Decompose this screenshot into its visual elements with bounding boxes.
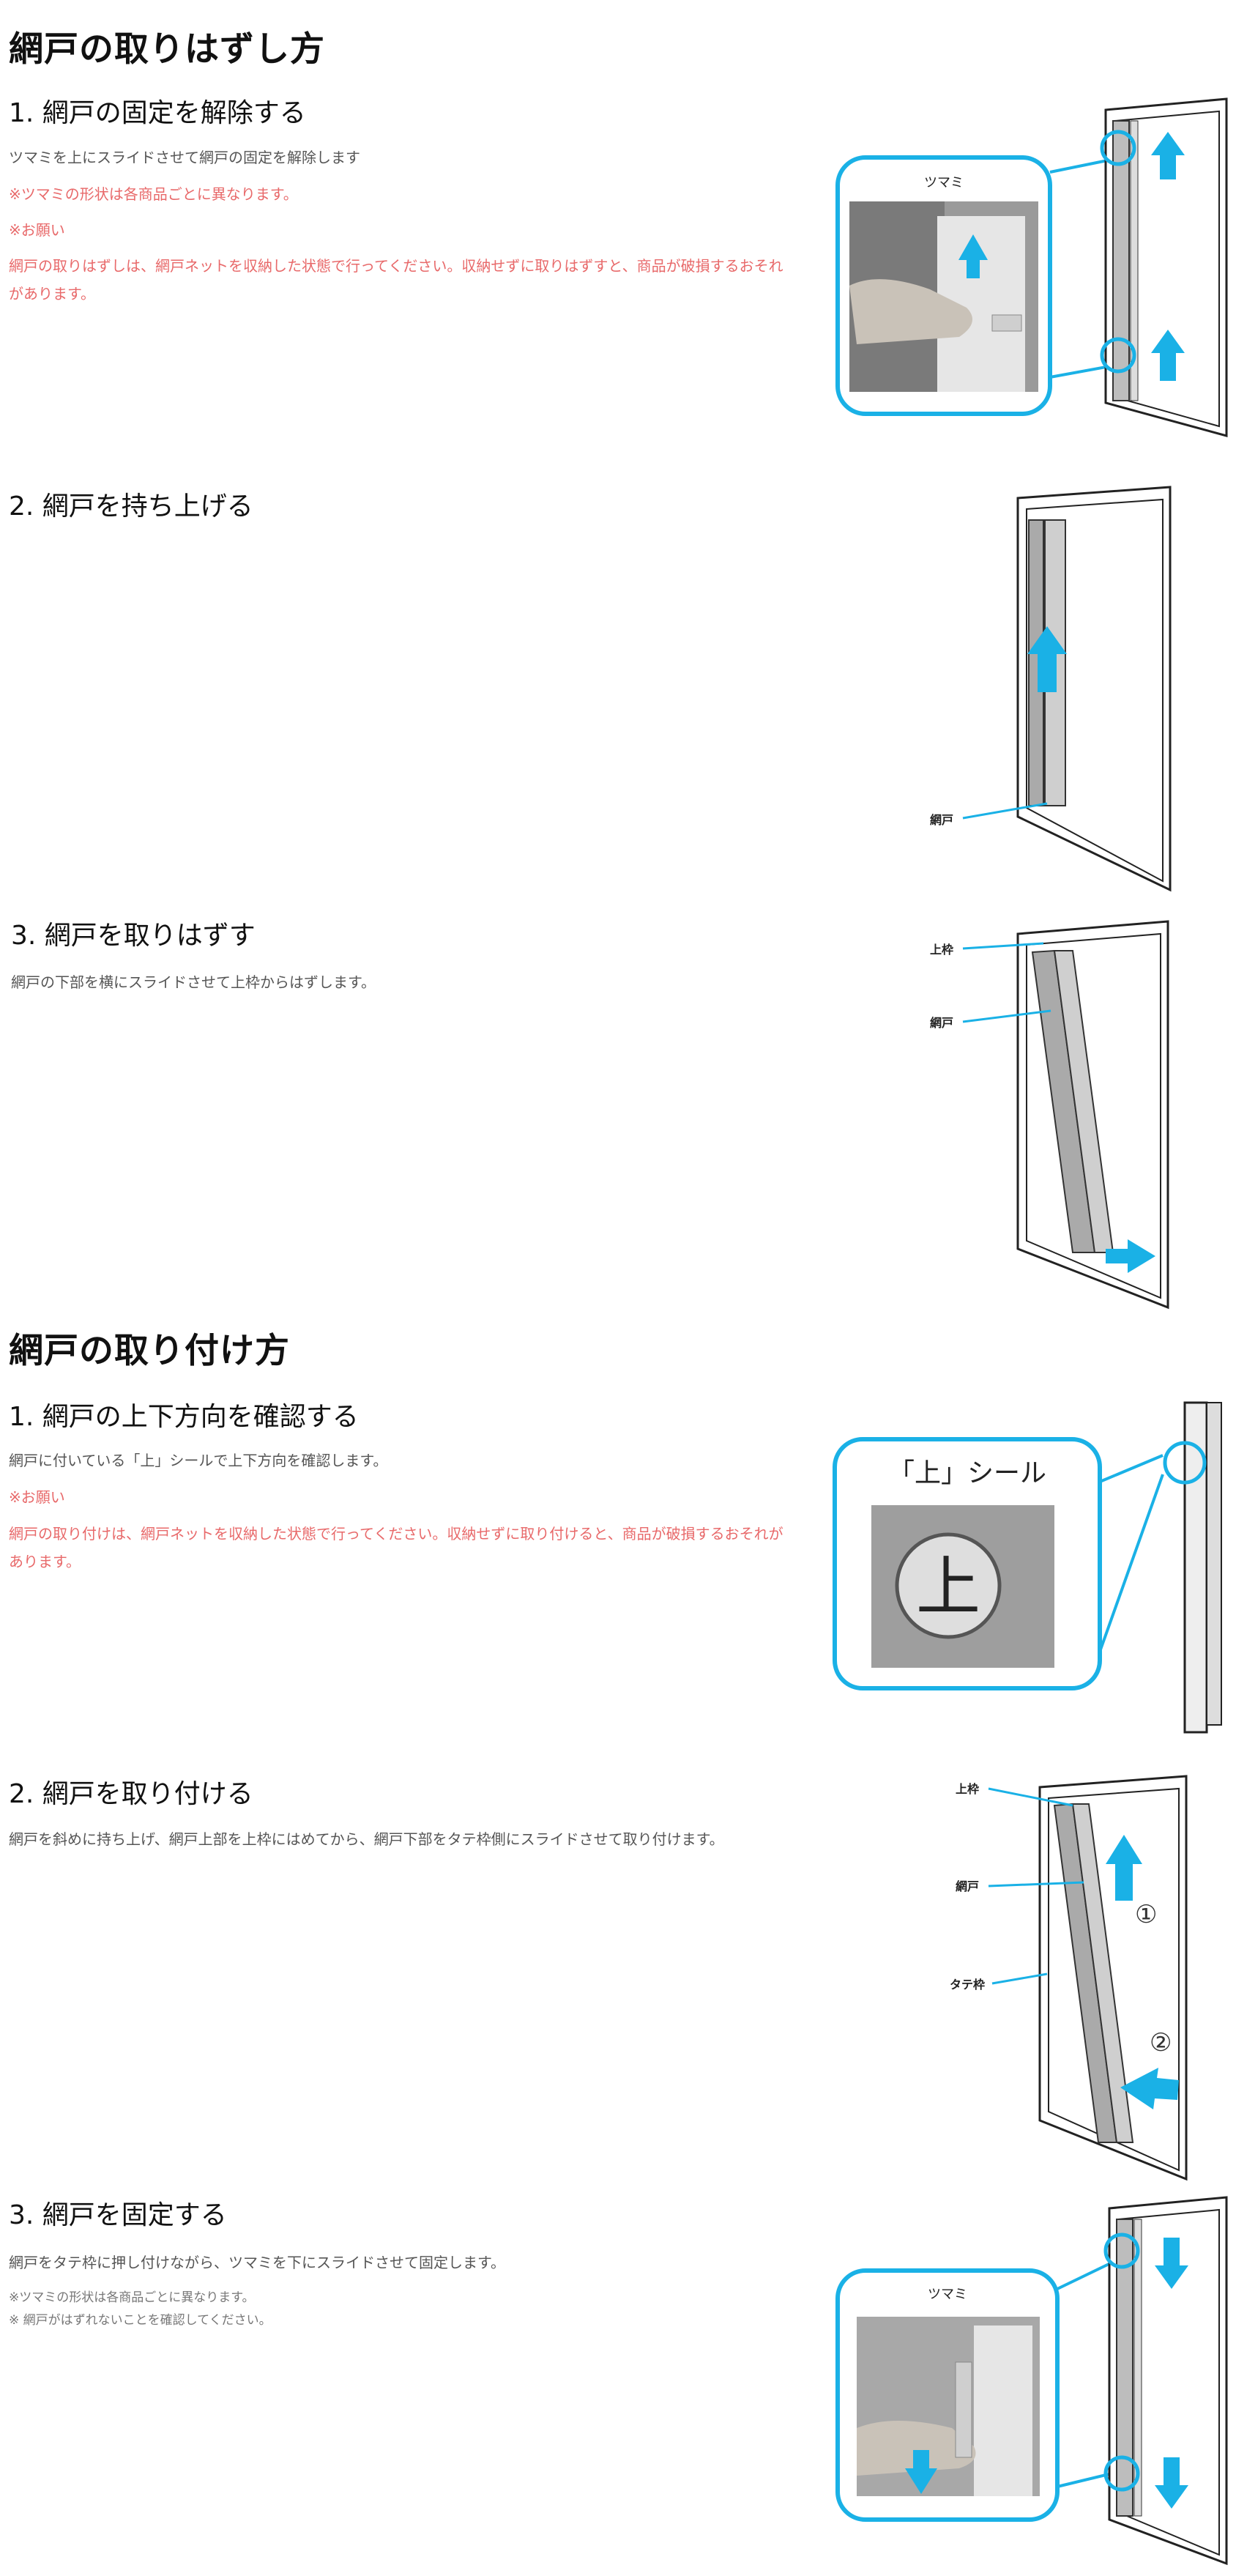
arrow-down-icon	[905, 2450, 937, 2494]
arrow-up-icon	[1027, 626, 1067, 692]
callout-label: ツマミ	[928, 2287, 967, 2302]
finger-shape	[857, 2421, 976, 2476]
install-step3-figure: ツマミ	[835, 2196, 1228, 2566]
install-step2-text: 網戸を斜めに持ち上げ、網戸上部を上枠にはめてから、網戸下部をタテ枠側にスライドさ…	[9, 1830, 724, 1848]
knob-highlight-top	[1103, 2232, 1140, 2269]
install-step1-title: 1. 網戸の上下方向を確認する	[9, 1402, 359, 1432]
removal-step2-title: 2. 網戸を持ち上げる	[9, 491, 253, 521]
install-step3-note2: ※ 網戸がはずれないことを確認してください。	[9, 2313, 272, 2328]
label-top-frame: 上枠	[930, 943, 953, 957]
label-top-frame: 上枠	[956, 1782, 979, 1796]
label-side-frame: タテ枠	[950, 1978, 985, 1992]
arrow-right-icon	[1106, 1239, 1155, 1273]
removal-step1-text: ツマミを上にスライドさせて網戸の固定を解除します	[9, 149, 360, 166]
arrow-up-icon	[1151, 132, 1185, 179]
install-step3-note1: ※ツマミの形状は各商品ごとに異なります。	[9, 2290, 255, 2305]
screen-panel	[1116, 2219, 1133, 2517]
removal-step1-caution-label: ※お願い	[9, 221, 65, 239]
knob-highlight-bottom	[1103, 2455, 1140, 2492]
install-step2-title: 2. 網戸を取り付ける	[9, 1779, 253, 1809]
arrow-left-icon	[1120, 2068, 1179, 2109]
seal-circle	[895, 1532, 1002, 1639]
removal-heading: 網戸の取りはずし方	[9, 29, 325, 70]
removal-step1-note: ※ツマミの形状は各商品ごとに異なります。	[9, 185, 298, 203]
install-step1-text: 網戸に付いている「上」シールで上下方向を確認します。	[9, 1452, 388, 1469]
install-step3-text: 網戸をタテ枠に押し付けながら、ツマミを下にスライドさせて固定します。	[9, 2254, 505, 2271]
seal-highlight	[1163, 1441, 1207, 1485]
install-step2-figure: ① ② 上枠 網戸 タテ枠	[950, 1775, 1188, 2181]
marker-1: ①	[1135, 1900, 1157, 1929]
removal-step3-text: 網戸の下部を横にスライドさせて上枠からはずします。	[11, 973, 376, 991]
removal-step3-title: 3. 網戸を取りはずす	[11, 921, 256, 951]
install-step1-caution-text: 網戸の取り付けは、網戸ネットを収納した状態で行ってください。収納せずに取り付ける…	[9, 1525, 783, 1570]
install-step3-title: 3. 網戸を固定する	[9, 2200, 227, 2230]
callout-label: ツマミ	[924, 175, 964, 190]
arrow-up-icon	[1106, 1835, 1142, 1901]
arrow-up-icon	[958, 234, 988, 278]
removal-step1-figure: ツマミ	[835, 97, 1228, 437]
knob-highlight-bottom	[1100, 337, 1136, 374]
removal-step1-title: 1. 網戸の固定を解除する	[9, 98, 306, 128]
label-screen: 網戸	[956, 1879, 979, 1893]
install-step1-figure: 「上」シール 上	[833, 1401, 1222, 1734]
removal-step1-caution-text: 網戸の取りはずしは、網戸ネットを収納した状態で行ってください。収納せずに取りはず…	[9, 257, 783, 302]
removal-step2-figure: 網戸	[930, 486, 1172, 892]
marker-2: ②	[1150, 2028, 1172, 2057]
callout-label: 「上」シール	[888, 1458, 1046, 1488]
arrow-down-icon	[1155, 2238, 1188, 2289]
screen-panel	[1112, 120, 1130, 401]
arrow-up-icon	[1151, 330, 1185, 381]
removal-step3-figure: 上枠 網戸	[930, 920, 1169, 1310]
seal-char: 上	[916, 1549, 980, 1625]
arrow-down-icon	[1155, 2457, 1188, 2509]
finger-shape	[849, 279, 972, 344]
label-screen: 網戸	[930, 813, 953, 827]
label-screen: 網戸	[930, 1016, 953, 1030]
install-heading: 網戸の取り付け方	[9, 1331, 290, 1371]
knob-highlight-top	[1100, 130, 1136, 166]
install-step1-caution-label: ※お願い	[9, 1488, 65, 1506]
